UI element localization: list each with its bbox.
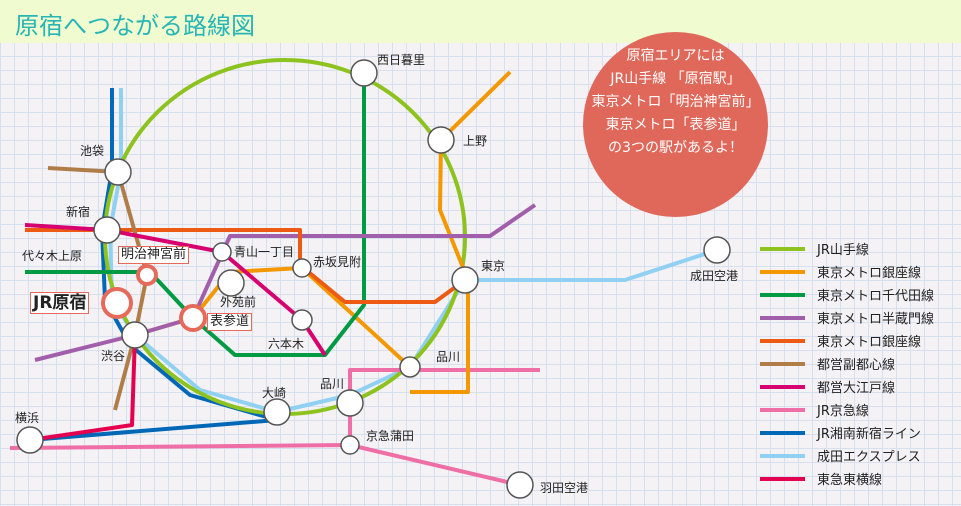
- station-shibuya[interactable]: [121, 321, 149, 349]
- label-ikebukuro: 池袋: [80, 144, 104, 158]
- legend-swatch: [760, 361, 805, 366]
- line-ginza: [410, 70, 512, 394]
- station-aoyama[interactable]: [212, 242, 232, 262]
- station-omotesando[interactable]: [179, 304, 207, 332]
- legend-label: 東京メトロ銀座線: [817, 266, 922, 281]
- legend-swatch: [760, 476, 805, 481]
- page-title: 原宿へつながる路線図: [15, 12, 255, 40]
- station-nishinippori[interactable]: [350, 59, 378, 87]
- legend-label: 成田エクスプレス: [817, 450, 921, 465]
- station-roppongi[interactable]: [291, 309, 313, 331]
- legend-swatch: [760, 292, 805, 297]
- station-harajuku[interactable]: [101, 287, 133, 319]
- legend-label: JR京急線: [817, 404, 869, 419]
- legend-item: 東京メトロ千代田線: [760, 283, 934, 306]
- legend-label: JR山手線: [817, 243, 869, 258]
- label-osaki: 大崎: [262, 386, 286, 400]
- callout-line: 原宿エリアには: [626, 48, 725, 64]
- label-aoyama: 青山一丁目: [234, 245, 294, 259]
- legend-item: 都営大江戸線: [760, 375, 934, 398]
- station-osaki[interactable]: [263, 398, 291, 426]
- line-toyoko: [29, 334, 137, 442]
- label-shinjuku: 新宿: [66, 204, 90, 219]
- label-yoyogiuehara: 代々木上原: [22, 249, 82, 263]
- label-ueno: 上野: [463, 134, 487, 148]
- info-callout: 原宿エリアには JR山手線 「原宿駅」 東京メトロ「明治神宮前」 東京メトロ「表…: [583, 32, 768, 217]
- callout-line: JR山手線 「原宿駅」: [610, 71, 741, 87]
- legend-item: JR京急線: [760, 398, 934, 421]
- legend-swatch: [760, 384, 805, 389]
- label-roppongi: 六本木: [268, 337, 304, 351]
- station-shinjuku[interactable]: [93, 216, 121, 244]
- line-ginza-2: [134, 266, 412, 369]
- line-marunouchi: [25, 228, 467, 304]
- label-akasaka: 赤坂見附: [313, 255, 361, 269]
- station-yokohama[interactable]: [16, 426, 44, 454]
- label-yokohama: 横浜: [15, 411, 39, 425]
- legend-label: 東京メトロ銀座線: [817, 335, 922, 350]
- legend-label: 東京メトロ千代田線: [817, 289, 935, 304]
- legend-label: 東京メトロ半蔵門線: [817, 312, 935, 327]
- label-gaienmae: 外苑前: [220, 294, 256, 309]
- station-haneda[interactable]: [506, 471, 534, 499]
- label-keikyukamata: 京急蒲田: [366, 428, 414, 443]
- legend-item: 東京メトロ銀座線: [760, 260, 934, 283]
- legend-item: 東京メトロ銀座線: [760, 329, 934, 352]
- label-omotesando: 表参道: [207, 313, 253, 331]
- legend-label: 都営大江戸線: [817, 381, 896, 396]
- label-harajuku: JR原宿: [30, 292, 90, 314]
- label-shinagawa2: 品川: [320, 377, 344, 391]
- legend-swatch: [760, 407, 805, 412]
- line-hanzomon: [34, 203, 537, 362]
- label-haneda: 羽田空港: [540, 481, 588, 495]
- label-narita: 成田空港: [690, 269, 738, 283]
- station-shinagawa[interactable]: [399, 356, 421, 378]
- legend-swatch: [760, 269, 805, 274]
- legend: JR山手線東京メトロ銀座線東京メトロ千代田線東京メトロ半蔵門線東京メトロ銀座線都…: [760, 237, 934, 490]
- legend-swatch: [760, 338, 805, 343]
- legend-swatch: [760, 430, 805, 435]
- line-keikyu: [348, 368, 540, 445]
- legend-item: 都営副都心線: [760, 352, 934, 375]
- station-narita[interactable]: [703, 236, 731, 264]
- line-shonan-shinjuku: [29, 88, 279, 442]
- station-ikebukuro[interactable]: [104, 158, 132, 186]
- station-keikyukamata[interactable]: [340, 435, 360, 455]
- legend-label: 東急東横線: [817, 473, 883, 488]
- station-ueno[interactable]: [427, 126, 455, 154]
- legend-item: 成田エクスプレス: [760, 444, 934, 467]
- legend-item: 東京メトロ半蔵門線: [760, 306, 934, 329]
- station-shinagawa2[interactable]: [336, 389, 364, 417]
- station-gaienmae[interactable]: [217, 269, 245, 297]
- legend-label: 都営副都心線: [817, 358, 896, 373]
- station-tokyo[interactable]: [451, 266, 479, 294]
- station-meiji[interactable]: [136, 264, 158, 286]
- legend-item: JR湘南新宿ライン: [760, 421, 934, 444]
- legend-item: 東急東横線: [760, 467, 934, 490]
- legend-swatch: [760, 315, 805, 320]
- callout-line: 東京メトロ「明治神宮前」: [591, 94, 760, 110]
- station-akasaka[interactable]: [292, 258, 312, 278]
- label-shibuya: 渋谷: [101, 349, 125, 363]
- label-shinagawa: 品川: [436, 350, 460, 364]
- label-tokyo: 東京: [481, 259, 505, 273]
- header: 原宿へつながる路線図: [0, 0, 961, 43]
- legend-item: JR山手線: [760, 237, 934, 260]
- legend-swatch: [760, 453, 805, 458]
- legend-label: JR湘南新宿ライン: [817, 427, 921, 442]
- label-meiji: 明治神宮前: [118, 246, 190, 264]
- label-nishinippori: 西日暮里: [377, 53, 425, 67]
- legend-swatch: [760, 246, 805, 251]
- line-keikyu-2: [9, 443, 521, 487]
- callout-line: の3つの駅があるよ！: [608, 140, 743, 156]
- callout-line: 東京メトロ「表参道」: [605, 117, 746, 133]
